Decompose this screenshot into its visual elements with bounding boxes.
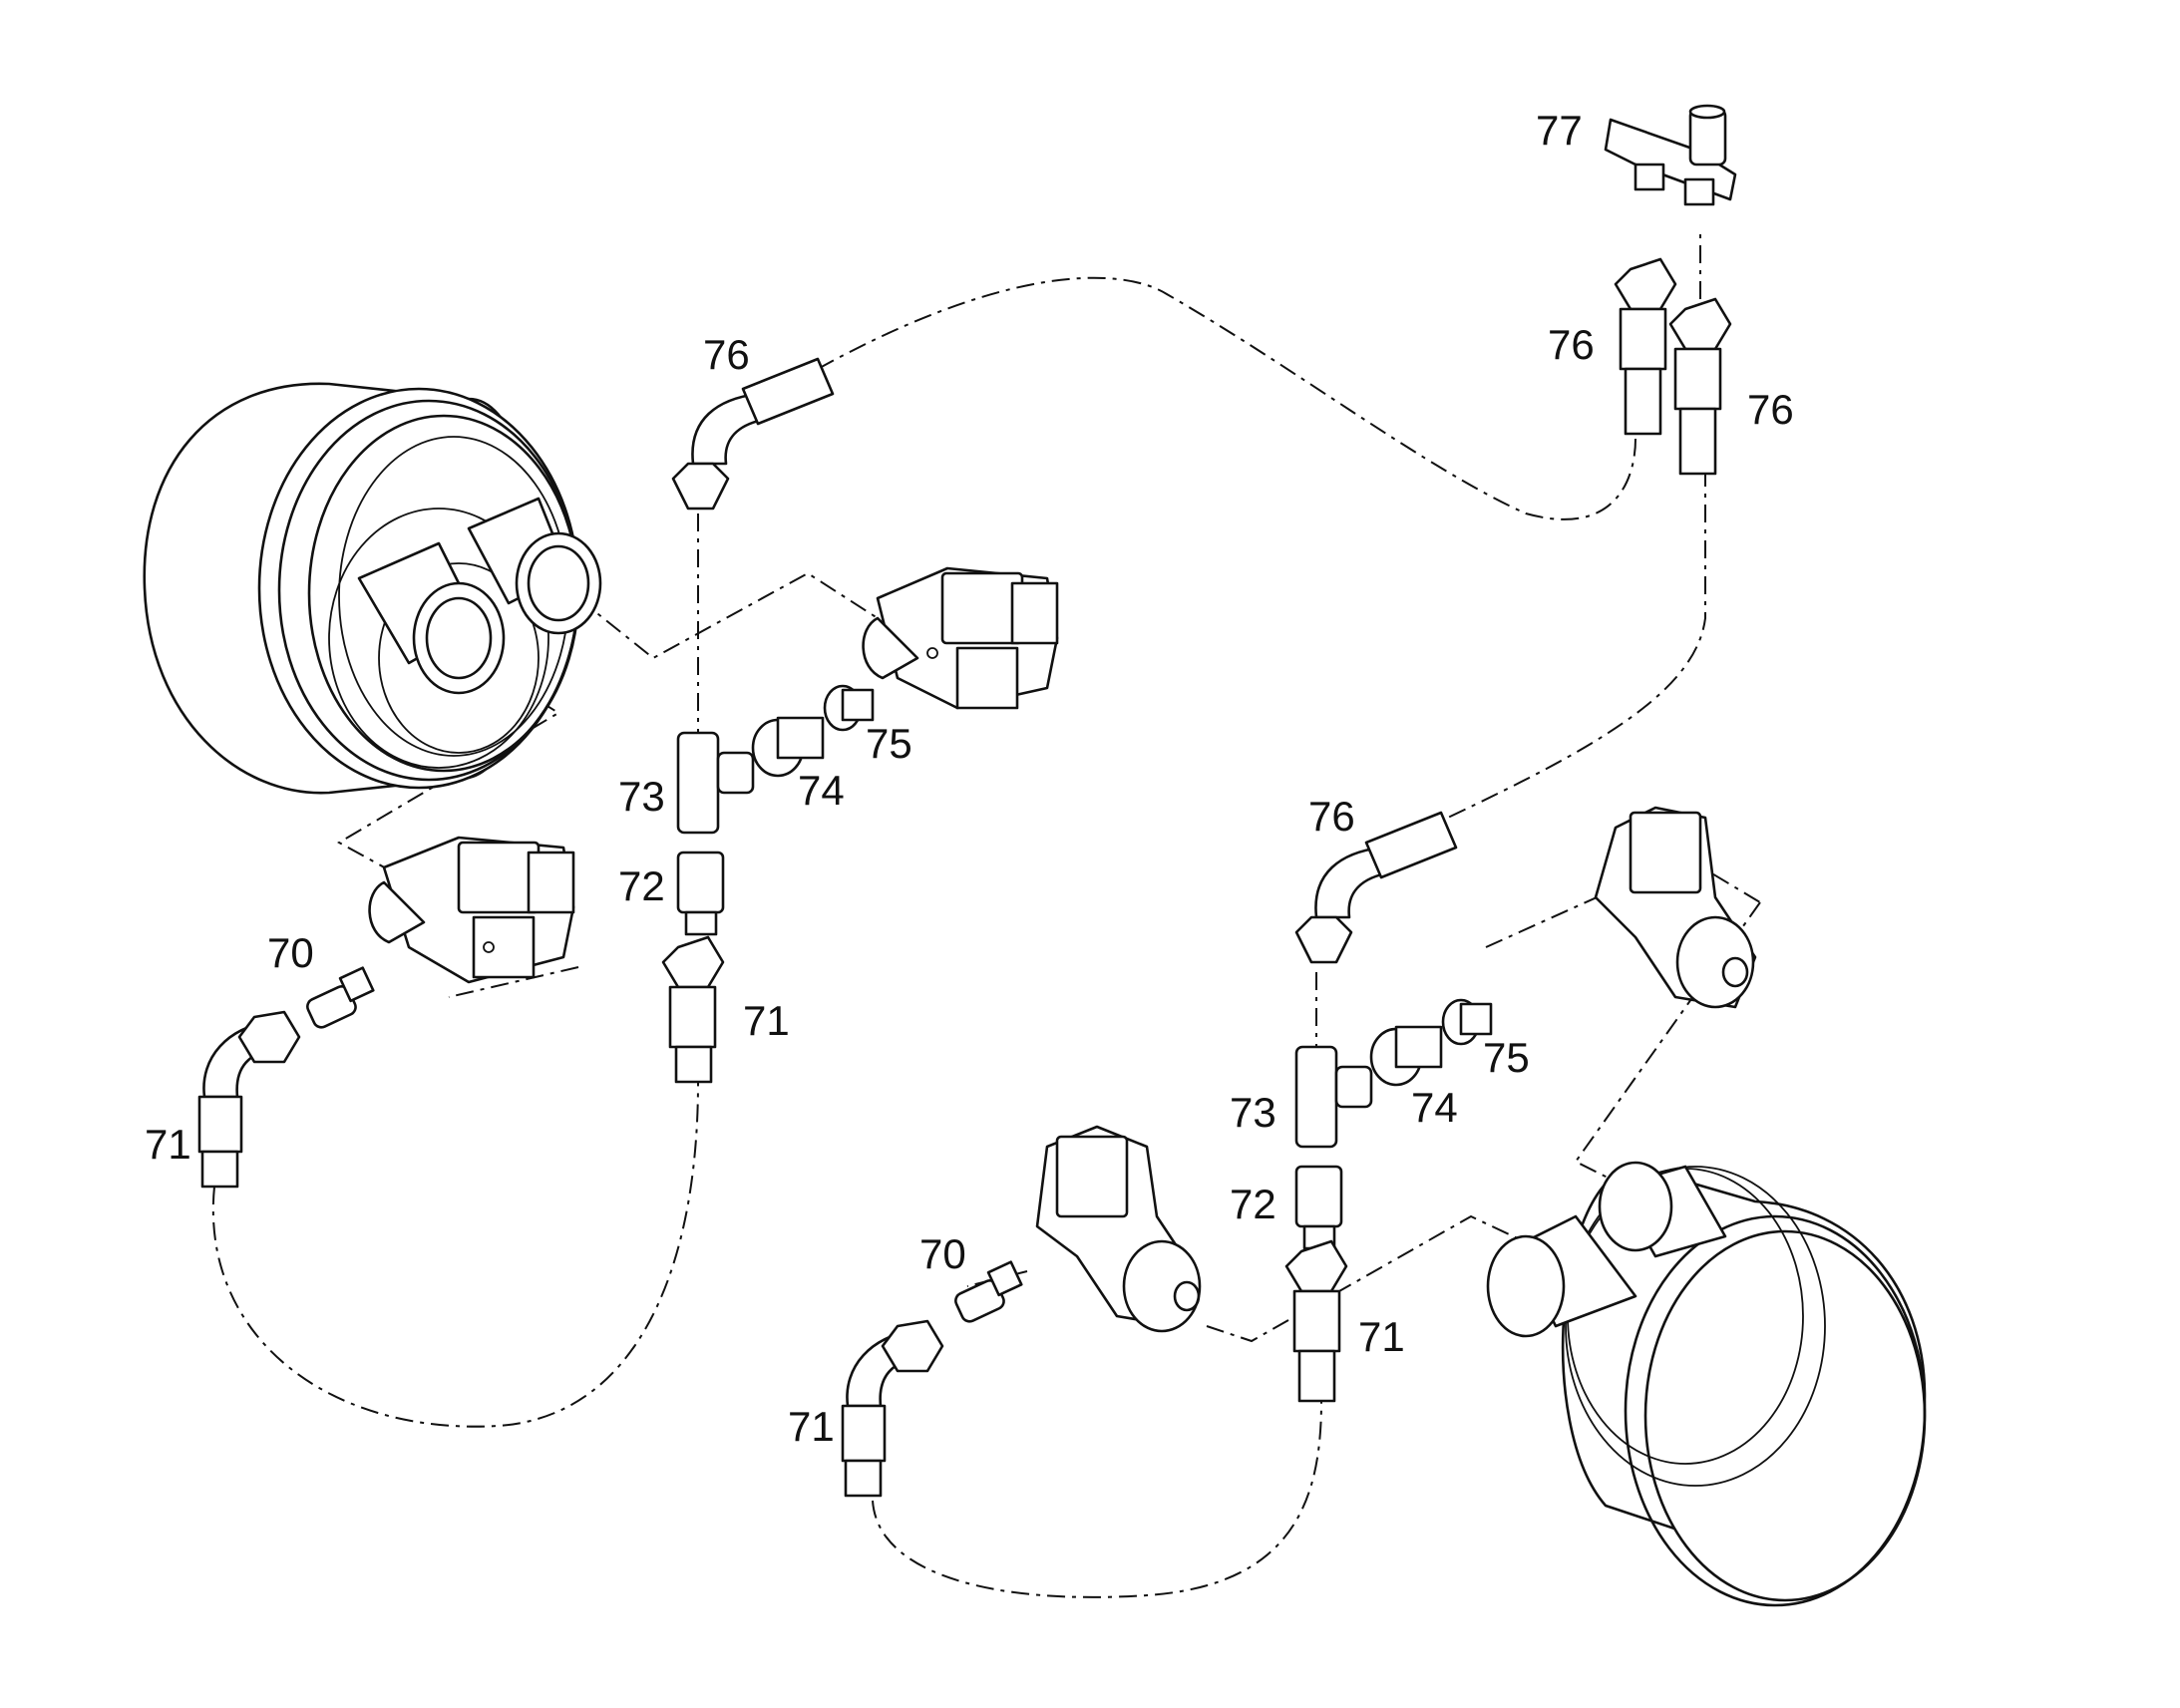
fitting-75-right [1441,998,1493,1046]
callout-72-right: 72 [1230,1181,1276,1227]
adapter-72-right [1294,1165,1343,1250]
valve-mid-left [368,836,575,984]
callout-70-left: 70 [267,929,314,976]
nut-74-right [1369,1025,1443,1087]
hose-fitting-71-right-straight [1284,1239,1348,1403]
distributor-block [1604,104,1737,206]
elbow-fitting-76-right [1294,811,1458,964]
callout-71-bottom-elbow: 71 [788,1403,835,1450]
callout-70-bottom: 70 [919,1230,966,1277]
callout-76-upper-left: 76 [703,331,750,378]
callout-73-right: 73 [1230,1089,1276,1136]
connector-70-left [306,966,375,1029]
nut-74-left [751,716,825,778]
hose-fitting-76-b [1668,297,1732,476]
hose-fitting-76-a [1614,257,1677,436]
elbow-fitting-76-upper [671,357,835,511]
callout-71-right-straight: 71 [1358,1313,1405,1360]
elbow-hose-71-left [197,1010,301,1189]
callout-76-right-elbow: 76 [1308,793,1355,840]
callout-77: 77 [1536,107,1583,154]
callout-labels: 77 76 76 76 76 75 74 73 72 71 70 71 75 7… [145,107,1794,1450]
valve-right [1594,806,1757,1009]
callout-76-distributor-right: 76 [1747,386,1794,433]
callout-71-left-straight: 71 [743,997,790,1044]
elbow-hose-71-bottom [841,1319,944,1498]
right-motor [1486,1161,1927,1607]
callout-72-left: 72 [618,862,665,909]
valve-bottom [1035,1125,1202,1333]
tee-fitting-73-right [1294,1045,1373,1149]
callout-74-left: 74 [798,767,845,814]
tee-fitting-73-left [676,731,755,835]
callout-75-left: 75 [866,720,912,767]
fitting-75-left [823,684,875,732]
callout-73-left: 73 [618,773,665,820]
adapter-72-left [676,851,725,936]
callout-75-right: 75 [1483,1034,1530,1081]
valve-upper-left [862,566,1059,710]
hose-fitting-71-left-straight [661,935,725,1084]
callout-76-distributor-left: 76 [1548,321,1595,368]
callout-71-left-elbow: 71 [145,1121,191,1168]
left-motor [143,382,602,795]
connector-70-bottom [954,1260,1023,1323]
callout-74-right: 74 [1411,1084,1458,1131]
